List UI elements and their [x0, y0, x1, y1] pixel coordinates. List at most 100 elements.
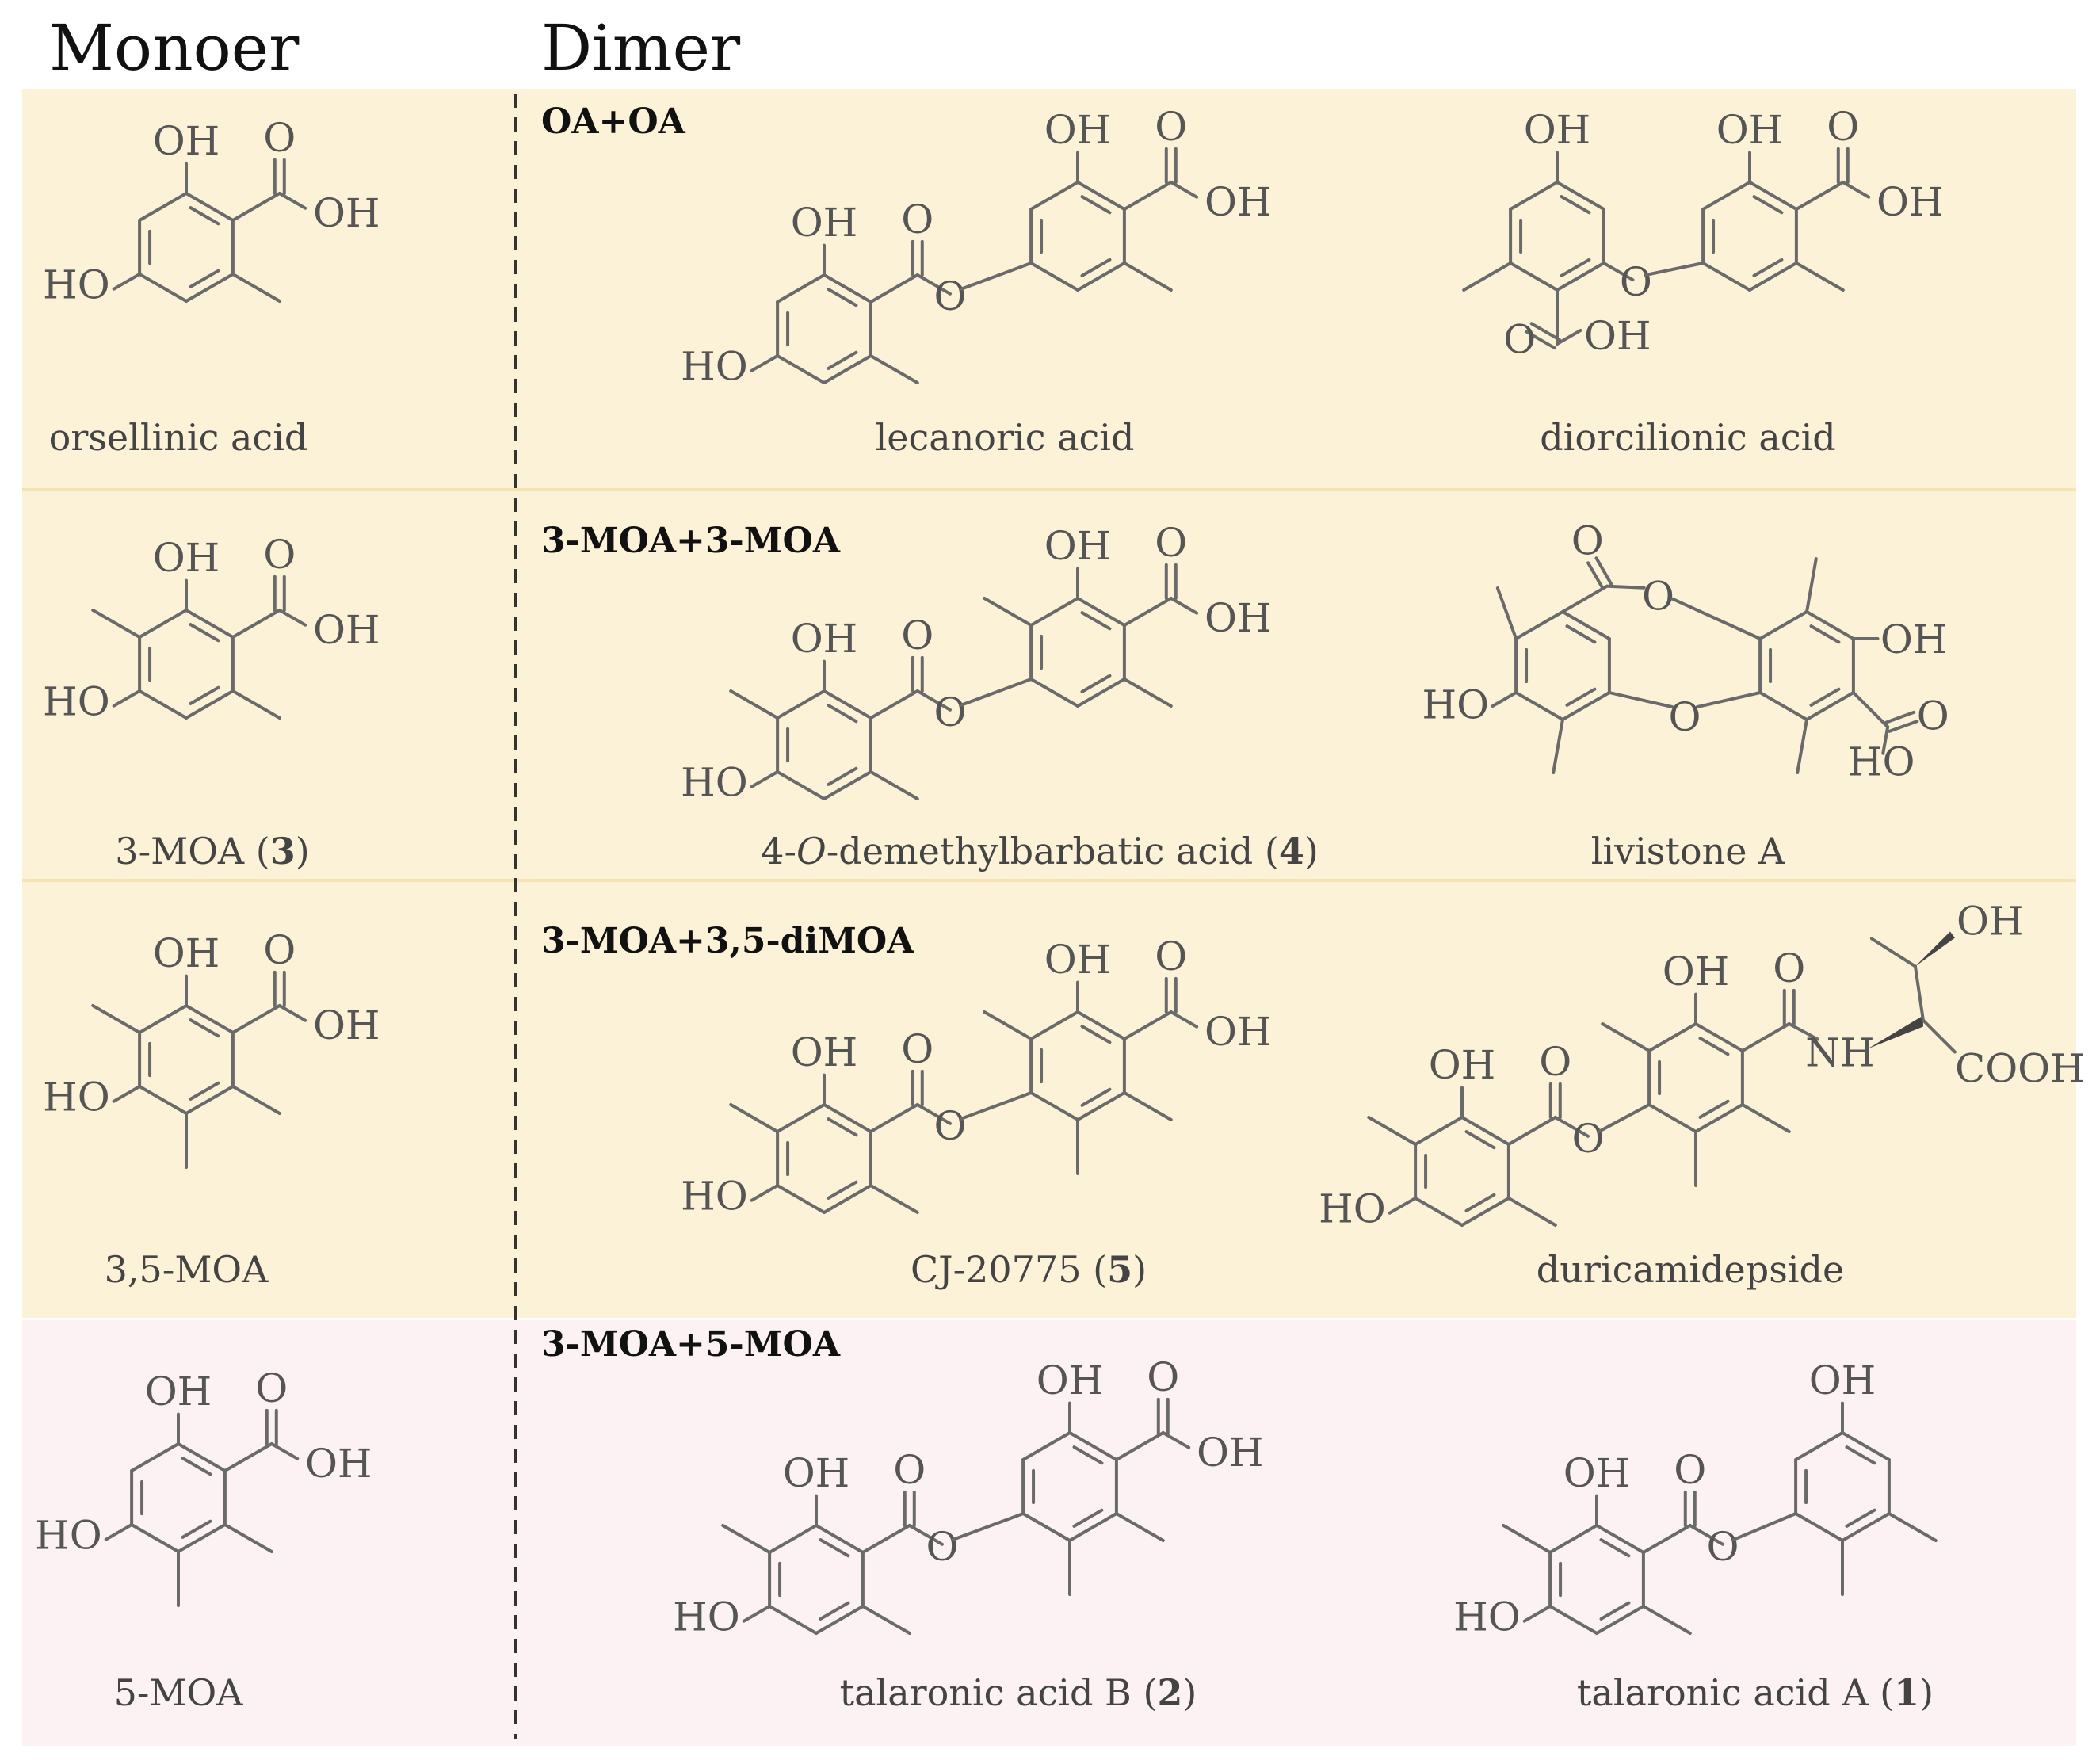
atom-label: OH	[305, 1441, 372, 1487]
atom-label: O	[1620, 259, 1652, 305]
ring-bond	[768, 1524, 818, 1554]
atom-label: O	[1917, 693, 1949, 739]
methyl-bond	[729, 689, 780, 720]
carbonyl-bond	[869, 1103, 919, 1133]
carbonyl-bond	[231, 609, 281, 639]
hydroxyl-bond	[1169, 597, 1199, 615]
atom-label: OH	[1563, 1450, 1631, 1496]
ring-bond	[185, 1085, 235, 1115]
ring-bond	[1029, 181, 1079, 211]
atom-label: OH	[1205, 179, 1272, 225]
aromatic-bond	[1565, 624, 1597, 644]
aromatic-bond	[1080, 611, 1112, 631]
ring-bond	[1076, 678, 1126, 708]
atom-label: OH	[1957, 899, 2024, 945]
atom-label: OH	[791, 616, 858, 662]
ring-bond	[185, 273, 235, 303]
ring-bond	[823, 1103, 872, 1133]
atom-label: HO	[681, 760, 748, 806]
aromatic-bond	[1560, 258, 1591, 277]
ring-bond	[177, 1442, 227, 1472]
ring-bond	[1029, 262, 1079, 292]
ester-bond	[907, 1524, 945, 1546]
methyl-bond	[1869, 937, 1917, 968]
ring-bond	[1509, 262, 1559, 292]
ester-bond	[1553, 1116, 1590, 1138]
ring-bond	[1068, 1512, 1118, 1542]
atom-label: O	[1155, 520, 1187, 566]
ring-bond	[1556, 181, 1605, 211]
ring-bond	[185, 192, 235, 222]
double-bond-line	[1594, 556, 1613, 586]
ring-bond	[1841, 1431, 1891, 1461]
methyl-bond	[1462, 262, 1513, 292]
methyl-bond	[1796, 718, 1808, 774]
ester-bond	[1598, 1103, 1651, 1133]
atom-label: OH	[1809, 1357, 1876, 1403]
pair-label: 3-MOA+3,5-diMOA	[541, 921, 914, 961]
compound-name: CJ-20775 (5)	[911, 1248, 1147, 1291]
carbonyl-bond	[1114, 1431, 1165, 1461]
aromatic-bond	[827, 766, 858, 786]
ring-bond	[1748, 262, 1798, 292]
methyl-bond	[223, 1523, 273, 1553]
hydroxyl-bond	[277, 192, 307, 210]
column-header-monomer: Monoer	[49, 11, 300, 85]
ring-bond	[823, 354, 872, 384]
methyl-bond	[1502, 1524, 1552, 1554]
ring-bond	[823, 273, 872, 304]
atom-label: HO	[673, 1594, 740, 1640]
atom-label: OH	[1880, 617, 1948, 662]
methyl-bond	[1887, 1512, 1938, 1542]
atom-label: O	[1642, 574, 1674, 620]
ring-bond	[1414, 1116, 1464, 1146]
aromatic-bond	[189, 685, 220, 705]
hydroxyl-bond	[750, 354, 780, 372]
atom-label: O	[255, 1365, 288, 1411]
pair-label: OA+OA	[541, 101, 686, 142]
row-background-oa-oa	[22, 89, 2076, 489]
atom-label: O	[1539, 1039, 1571, 1085]
atom-label: O	[1669, 694, 1701, 740]
aromatic-bond	[1464, 1130, 1496, 1150]
ring-bond	[1805, 610, 1855, 640]
ring-bond	[1021, 1512, 1071, 1542]
compound-name: livistone A	[1591, 830, 1785, 872]
atom-label: HO	[1848, 739, 1915, 785]
methyl-bond	[861, 1605, 911, 1635]
atom-label: OH	[1876, 179, 1944, 225]
ring-bond	[1647, 1103, 1697, 1133]
carbonyl-bond	[861, 1524, 911, 1554]
methyl-bond	[1122, 262, 1173, 292]
atom-label: O	[1503, 317, 1536, 363]
methyl-bond	[869, 354, 919, 384]
aromatic-bond	[189, 206, 220, 226]
hydroxyl-bond	[1169, 1010, 1199, 1029]
compound-name: 3,5-MOA	[105, 1248, 269, 1291]
aromatic-bond	[1080, 1087, 1112, 1107]
atom-label: OH	[1205, 595, 1272, 641]
atom-label: HO	[43, 262, 110, 308]
atom-label: O	[926, 1524, 959, 1570]
atom-label: OH	[791, 1029, 858, 1075]
ester-bond	[915, 1103, 953, 1125]
ring-bond	[1076, 181, 1126, 211]
ring-bond	[1748, 181, 1798, 211]
aromatic-bond	[1698, 1099, 1730, 1119]
methyl-bond	[91, 609, 142, 639]
atom-label: HO	[43, 679, 110, 725]
compound-name: 3-MOA (3)	[115, 830, 309, 872]
ring-bond	[1029, 1091, 1079, 1121]
atom-label: OH	[783, 1450, 850, 1496]
ring-bond	[1548, 1524, 1598, 1554]
atom-label: O	[1147, 1354, 1179, 1400]
ring-bond	[823, 1184, 872, 1214]
carbonyl-bond	[1122, 1010, 1173, 1040]
aromatic-bond	[1599, 1601, 1631, 1621]
lactone-bond	[1561, 584, 1609, 613]
aromatic-bond	[827, 1180, 858, 1200]
atom-label: OH	[145, 1369, 212, 1415]
ester-bond	[960, 262, 1033, 291]
ring-bond	[815, 1524, 865, 1554]
double-bond-line	[1586, 561, 1605, 590]
